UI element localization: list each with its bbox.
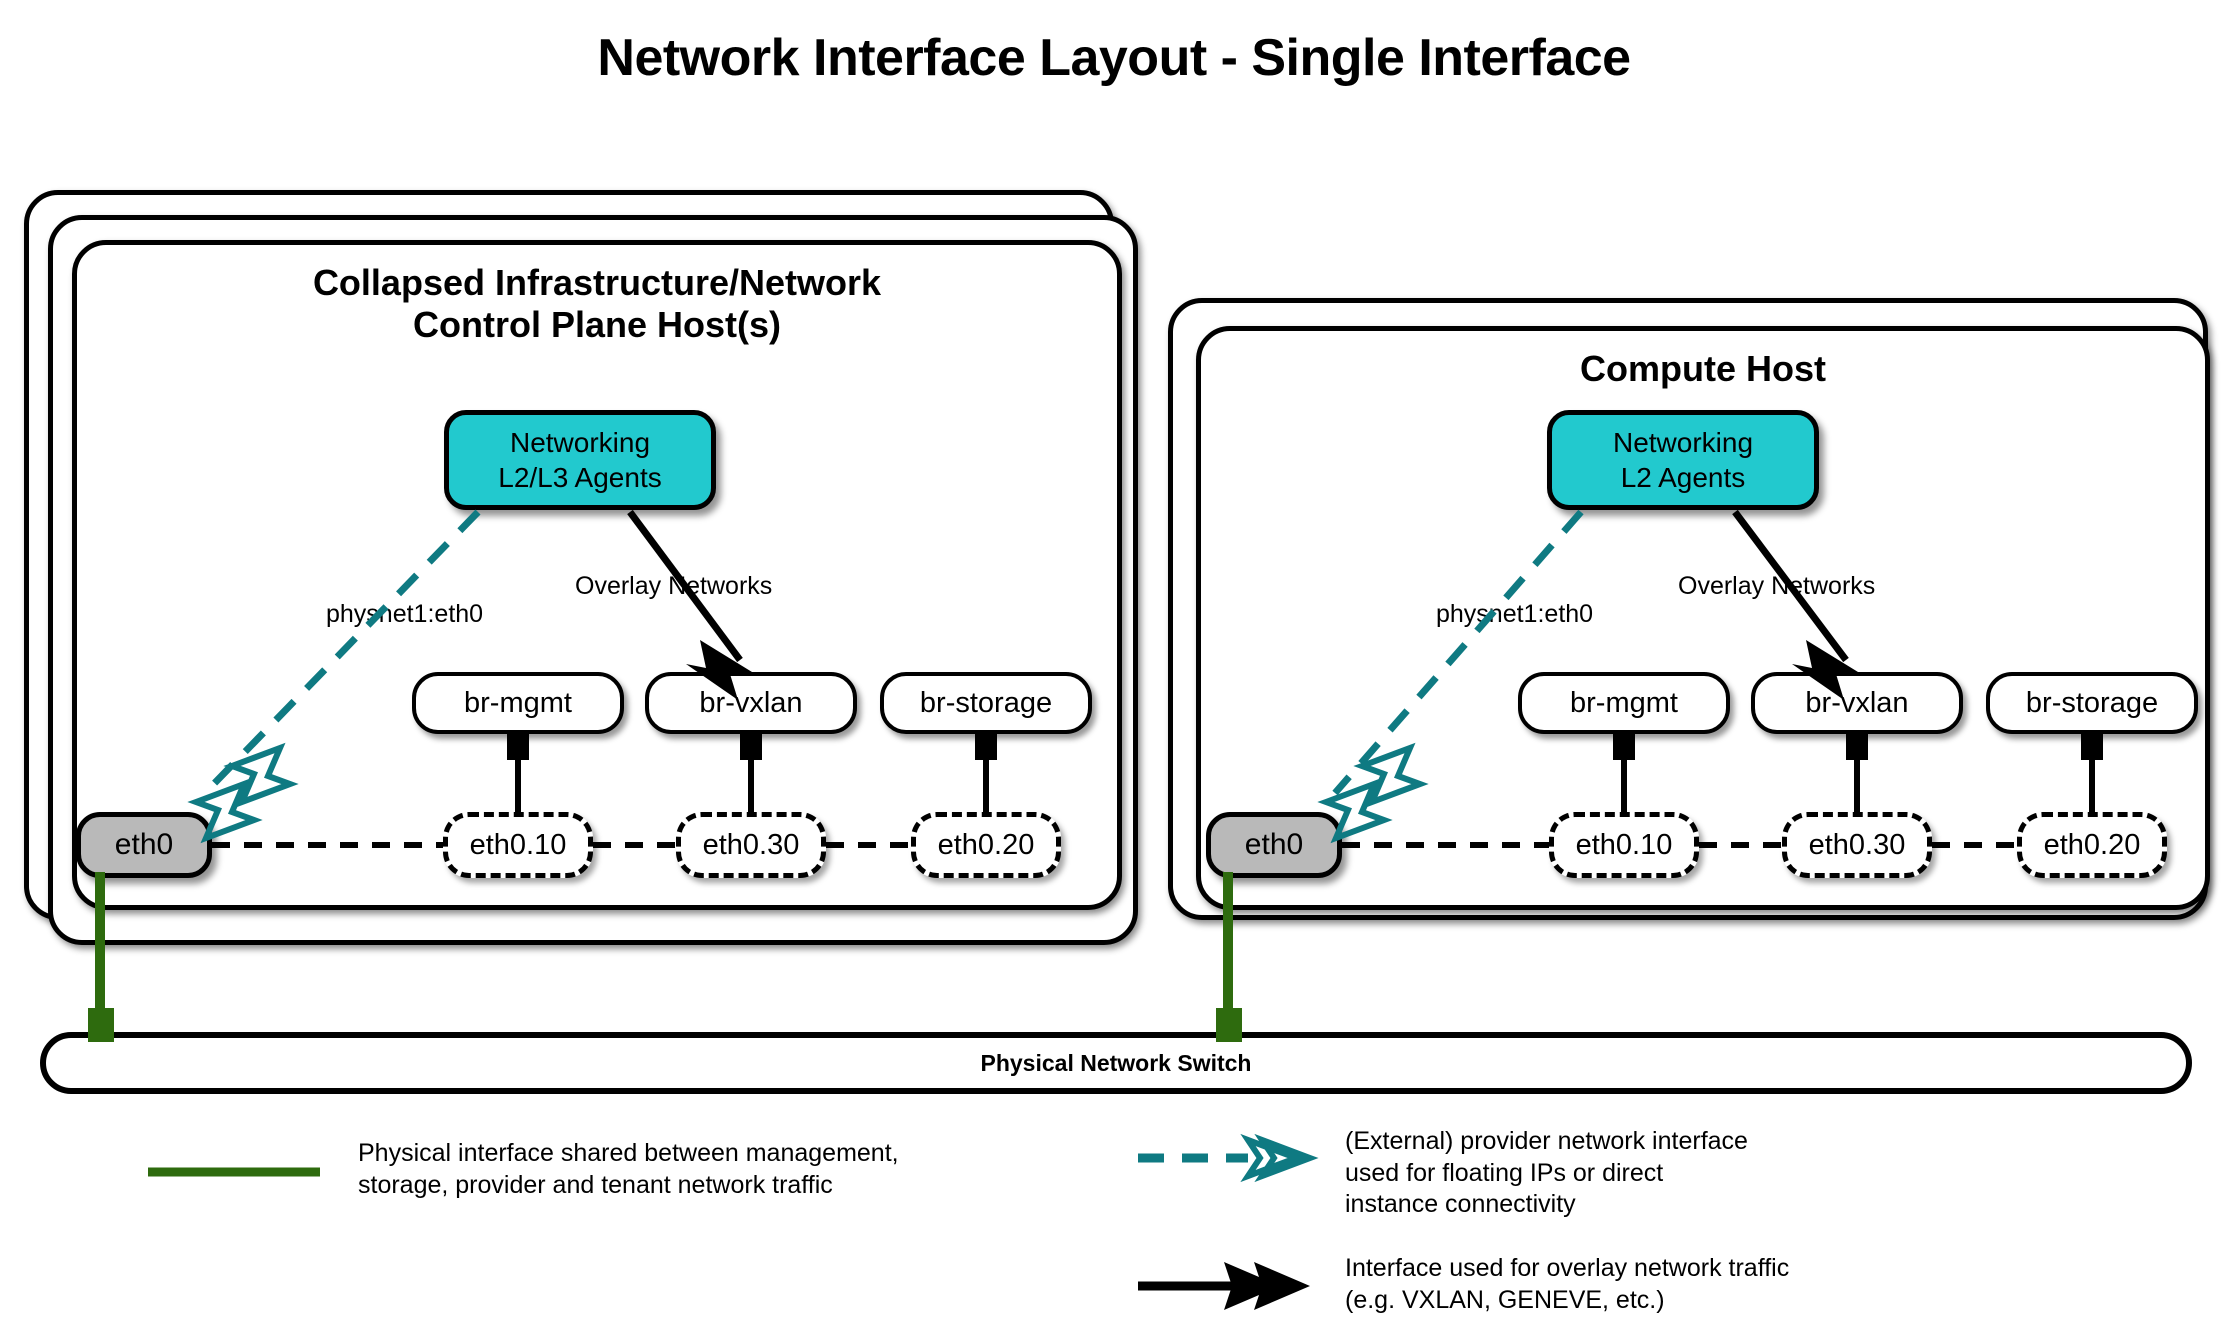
legend-provider-swatch — [1138, 1133, 1319, 1183]
nic-label: eth0 — [1244, 828, 1304, 861]
bridge-label: br-storage — [919, 686, 1053, 719]
control-plane-bridge-br-vxlan[interactable]: br-vxlan — [645, 672, 857, 734]
bridge-label: br-mgmt — [1570, 686, 1678, 719]
control-plane-vlan-eth0-10[interactable]: eth0.10 — [443, 812, 593, 878]
bridge-label: br-storage — [2025, 686, 2159, 719]
control-plane-title-line1: Collapsed Infrastructure/Network — [312, 262, 882, 303]
agents-label-line2: L2 Agents — [1620, 462, 1746, 493]
vlan-label: eth0.20 — [2043, 828, 2141, 861]
legend-physical-text: Physical interface shared between manage… — [358, 1139, 899, 1199]
vlan-label: eth0.10 — [469, 828, 567, 861]
compute-nic-eth0[interactable]: eth0 — [1206, 812, 1342, 878]
agents-label-line1: Networking — [1612, 427, 1754, 458]
control-plane-bridge-br-mgmt[interactable]: br-mgmt — [412, 672, 624, 734]
vlan-label: eth0.30 — [702, 828, 800, 861]
compute-vlan-eth0-30[interactable]: eth0.30 — [1782, 812, 1932, 878]
legend-provider-text: (External) provider network interface us… — [1345, 1127, 1748, 1218]
page-title: Network Interface Layout - Single Interf… — [597, 29, 1631, 87]
compute-title-line1: Compute Host — [1580, 348, 1826, 389]
bridge-label: br-vxlan — [1805, 686, 1909, 719]
vlan-label: eth0.10 — [1575, 828, 1673, 861]
legend-overlay-swatch — [1138, 1262, 1310, 1310]
legend-overlay-text: Interface used for overlay network traff… — [1345, 1254, 1790, 1314]
control-plane-title-line2: Control Plane Host(s) — [412, 304, 781, 346]
compute-overlay-label: Overlay Networks — [1678, 572, 1876, 600]
compute-title: Compute Host — [1196, 348, 2210, 390]
compute-provider-label: physnet1:eth0 — [1436, 600, 1594, 628]
compute-vlan-eth0-20[interactable]: eth0.20 — [2017, 812, 2167, 878]
agents-label-line2: L2/L3 Agents — [498, 462, 662, 493]
control-plane-vlan-eth0-30[interactable]: eth0.30 — [676, 812, 826, 878]
vlan-label: eth0.30 — [1808, 828, 1906, 861]
control-plane-overlay-label: Overlay Networks — [575, 572, 773, 600]
bridge-label: br-mgmt — [464, 686, 572, 719]
compute-bridge-br-mgmt[interactable]: br-mgmt — [1518, 672, 1730, 734]
vlan-label: eth0.20 — [937, 828, 1035, 861]
control-plane-bridge-br-storage[interactable]: br-storage — [880, 672, 1092, 734]
compute-networking-agents[interactable]: Networking L2 Agents — [1547, 410, 1819, 510]
bridge-label: br-vxlan — [699, 686, 803, 719]
compute-bridge-br-storage[interactable]: br-storage — [1986, 672, 2198, 734]
control-plane-provider-label: physnet1:eth0 — [326, 600, 484, 628]
compute-bridge-br-vxlan[interactable]: br-vxlan — [1751, 672, 1963, 734]
compute-vlan-eth0-10[interactable]: eth0.10 — [1549, 812, 1699, 878]
physical-network-switch[interactable]: Physical Network Switch — [40, 1032, 2192, 1094]
control-plane-nic-eth0[interactable]: eth0 — [76, 812, 212, 878]
control-plane-title: Collapsed Infrastructure/Network Control… — [72, 262, 1122, 347]
agents-label-line1: Networking — [509, 427, 651, 458]
switch-label: Physical Network Switch — [980, 1049, 1252, 1076]
control-plane-networking-agents[interactable]: Networking L2/L3 Agents — [444, 410, 716, 510]
nic-label: eth0 — [114, 828, 174, 861]
control-plane-vlan-eth0-20[interactable]: eth0.20 — [911, 812, 1061, 878]
